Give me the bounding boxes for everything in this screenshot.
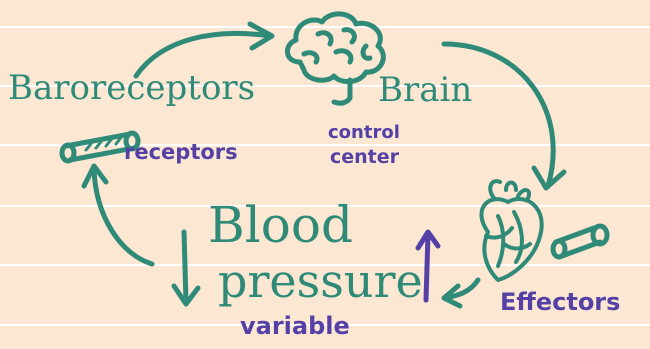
variable-label: variable: [240, 312, 350, 340]
arrow-effectors-to-pressure: [444, 280, 478, 306]
baroreceptors-label: Baroreceptors: [8, 68, 255, 108]
blood-label: Blood: [208, 196, 353, 254]
receptors-label: receptors: [124, 140, 238, 164]
arrow-brain-to-effectors: [444, 44, 564, 188]
effector-tube-icon: [553, 226, 607, 257]
arrow-down-icon: [174, 232, 198, 304]
control-label: control: [328, 122, 400, 143]
center-label: center: [330, 146, 399, 168]
pressure-label: pressure: [218, 254, 423, 308]
arrow-pressure-to-receptors: [84, 166, 152, 264]
brain-label: Brain: [378, 70, 472, 110]
effectors-label: Effectors: [500, 288, 620, 316]
